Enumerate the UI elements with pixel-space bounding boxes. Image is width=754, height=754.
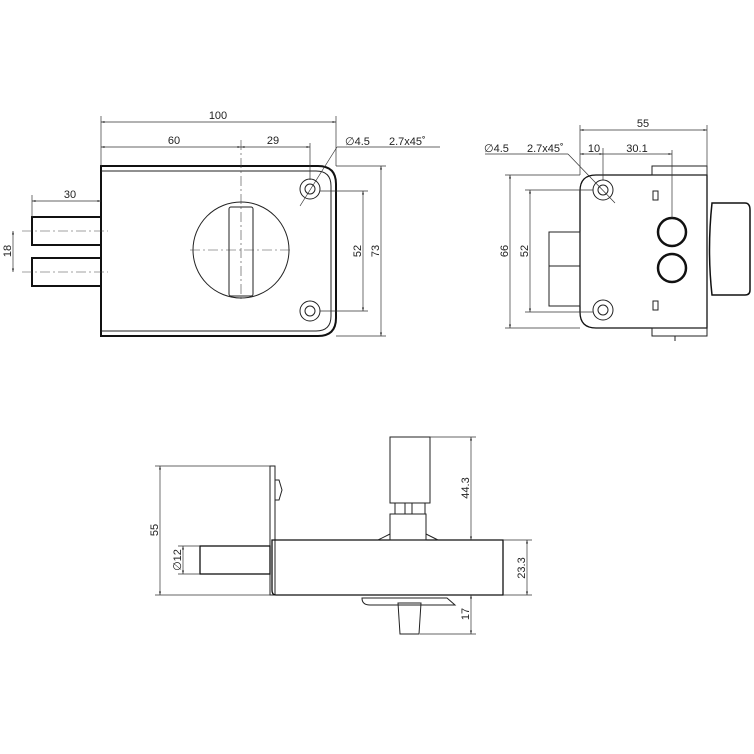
side-dim-height: 66 [499, 245, 511, 257]
side-dim-edge-to-hole: 10 [588, 143, 600, 155]
dim-center-to-hole: 29 [267, 135, 279, 147]
side-body [579, 174, 708, 329]
cylinder-hole-upper [656, 216, 688, 248]
dim-cylinder-length: 44.3 [460, 477, 472, 498]
dim-hole-diameter: ∅4.5 [345, 136, 370, 148]
strike-plate [269, 465, 276, 596]
bottom-flange [651, 327, 708, 337]
dim-bolt-spacing: 18 [2, 245, 14, 257]
cylinder-neck [394, 502, 426, 515]
dim-bolt-length: 30 [64, 189, 76, 201]
dim-height: 73 [370, 245, 382, 257]
side-dim-hole-diameter: ∅4.5 [484, 143, 509, 155]
plate-tab [275, 479, 283, 501]
bottom-body [271, 539, 504, 596]
lock-body [100, 165, 337, 337]
slot-lower [652, 300, 659, 311]
side-dim-hole-spacing: 52 [519, 245, 531, 257]
dim-bolt-diameter: ∅12 [172, 549, 184, 571]
side-view: 55 10 30.1 66 52 ∅4.5 2.7x45˚ [484, 118, 751, 341]
cylinder-hole-lower [656, 252, 688, 284]
dim-chamfer: 2.7x45˚ [389, 136, 426, 148]
side-dim-hole-to-cylinder: 30.1 [626, 143, 647, 155]
screw-hole-top [299, 178, 321, 200]
slot-upper [652, 190, 659, 201]
bolt-end [548, 231, 581, 307]
thumbturn-knob [397, 602, 422, 635]
knob [708, 202, 751, 296]
dim-body-depth: 23.3 [516, 557, 528, 578]
dim-total-width: 100 [209, 110, 227, 122]
bolt [199, 545, 271, 575]
dim-hole-spacing: 52 [352, 245, 364, 257]
cylinder [389, 436, 431, 504]
dim-to-center: 60 [168, 135, 180, 147]
lock-body-inner-edge [101, 170, 332, 332]
bottom-view: 55 ∅12 44.3 23.3 17 [149, 436, 532, 635]
side-screw-hole-bottom [592, 299, 614, 321]
side-dim-width: 55 [637, 118, 649, 130]
dim-thumbturn-length: 17 [460, 608, 472, 620]
side-dim-chamfer: 2.7x45˚ [527, 143, 564, 155]
cylinder-collar [389, 513, 427, 541]
dim-overall-depth: 55 [149, 524, 161, 536]
screw-hole-bottom [299, 300, 321, 322]
front-view: 100 60 29 30 18 52 73 ∅4.5 2.7x45˚ [2, 110, 440, 337]
thumbturn-base [361, 597, 457, 606]
top-flange [651, 165, 708, 176]
